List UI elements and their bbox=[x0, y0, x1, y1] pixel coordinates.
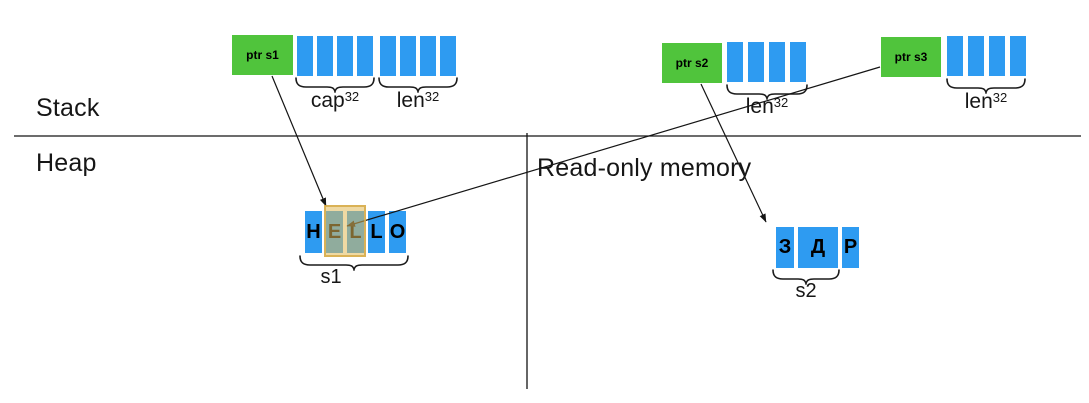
cap-label-s1: cap32 bbox=[295, 89, 375, 113]
len-label-base: len bbox=[964, 90, 993, 113]
byte-cell bbox=[440, 36, 456, 76]
char-cell: Р bbox=[842, 227, 859, 268]
cap-label-base: cap bbox=[310, 89, 345, 112]
cap-label-sup: 32 bbox=[344, 89, 360, 105]
byte-cell bbox=[748, 42, 764, 82]
slice-highlight-overlay bbox=[324, 205, 366, 257]
byte-cell bbox=[400, 36, 416, 76]
len-label-sup: 32 bbox=[773, 95, 789, 111]
heap-region-label: Heap bbox=[36, 149, 97, 177]
s2-label: s2 bbox=[795, 280, 817, 302]
len-label-base: len bbox=[745, 95, 774, 118]
s2-brace bbox=[772, 269, 840, 287]
byte-cell bbox=[380, 36, 396, 76]
byte-cell bbox=[790, 42, 806, 82]
byte-cell bbox=[769, 42, 785, 82]
char-cell: З bbox=[776, 227, 794, 268]
char-cell: Д bbox=[798, 227, 838, 268]
char-cell: L bbox=[368, 211, 385, 253]
len-label-base: len bbox=[396, 89, 425, 112]
byte-cell bbox=[947, 36, 963, 76]
len-label-s2: len32 bbox=[726, 95, 808, 119]
ptr-s1-box: ptr s1 bbox=[232, 35, 293, 75]
len-label-sup: 32 bbox=[992, 90, 1008, 106]
byte-cell bbox=[317, 36, 333, 76]
byte-cell bbox=[357, 36, 373, 76]
char-cell: H bbox=[305, 211, 322, 253]
len-brace-s3 bbox=[946, 78, 1026, 96]
readonly-region-label: Read-only memory bbox=[537, 154, 752, 182]
s1-label: s1 bbox=[320, 266, 342, 288]
char-cell: O bbox=[389, 211, 406, 253]
byte-cell bbox=[989, 36, 1005, 76]
cap-byte-cells-s1 bbox=[297, 36, 373, 76]
ptr-s3-box: ptr s3 bbox=[881, 37, 941, 77]
byte-cell bbox=[968, 36, 984, 76]
byte-cell bbox=[1010, 36, 1026, 76]
len-byte-cells-s3 bbox=[947, 36, 1026, 76]
len-byte-cells-s2 bbox=[727, 42, 806, 82]
len-byte-cells-s1 bbox=[380, 36, 456, 76]
stack-region-label: Stack bbox=[36, 94, 100, 122]
ptr-s2-box: ptr s2 bbox=[662, 43, 722, 83]
len-label-s3: len32 bbox=[946, 90, 1026, 114]
byte-cell bbox=[420, 36, 436, 76]
len-label-sup: 32 bbox=[424, 89, 440, 105]
byte-cell bbox=[297, 36, 313, 76]
byte-cell bbox=[337, 36, 353, 76]
byte-cell bbox=[727, 42, 743, 82]
s1-brace bbox=[299, 255, 409, 273]
len-label-s1: len32 bbox=[378, 89, 458, 113]
